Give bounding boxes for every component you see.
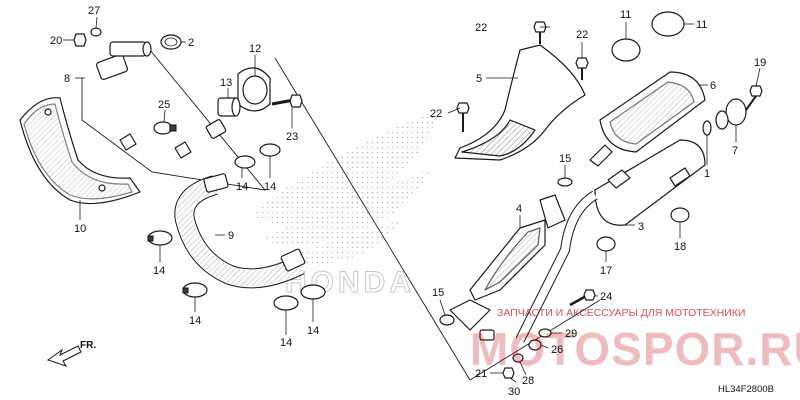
hose-clamps [147, 143, 326, 311]
muffler-body [594, 139, 706, 226]
callout-24: 24 [600, 291, 612, 303]
callout-30: 30 [508, 386, 520, 398]
end-cap [702, 85, 763, 136]
watermark-tagline: ЗАПЧАСТИ И АКСЕССУАРЫ ДЛЯ МОТОТЕХНИКИ [497, 307, 745, 319]
callout-7: 7 [732, 145, 738, 157]
heat-shield-left [19, 97, 141, 205]
callout-22a: 22 [475, 22, 487, 34]
callout-8: 8 [64, 73, 70, 85]
heat-shield-lower [449, 299, 491, 331]
callout-11b: 11 [696, 19, 707, 31]
exhaust-joint [217, 67, 271, 117]
exhaust-pipe-front [93, 41, 227, 159]
callout-10: 10 [74, 223, 86, 235]
front-label: FR. [80, 340, 96, 351]
callout-3: 3 [638, 221, 644, 233]
callout-23: 23 [286, 131, 298, 143]
callout-15b: 15 [432, 287, 444, 299]
bottom-hardware [479, 289, 596, 379]
callout-1: 1 [704, 168, 710, 180]
callout-14f: 14 [307, 325, 319, 337]
heat-shield-upper [454, 44, 586, 161]
callout-9: 9 [228, 230, 234, 242]
top-left-fasteners [73, 27, 182, 50]
callout-12: 12 [249, 43, 261, 55]
watermark-brand: MOTOSPOR.RU [470, 323, 800, 375]
honda-wing-watermark: HONDA [250, 110, 440, 300]
leader-lines [63, 16, 761, 383]
callout-22c: 22 [430, 108, 442, 120]
pipe-clamp-small [153, 121, 177, 135]
callout-26: 26 [551, 344, 563, 356]
callout-6: 6 [710, 80, 716, 92]
callout-20: 20 [50, 35, 62, 47]
front-direction-arrow: FR. [46, 340, 96, 367]
callout-14b: 14 [264, 181, 276, 193]
callout-13: 13 [220, 77, 232, 89]
drawing-code: HL34F2800B [718, 384, 774, 395]
callout-14c: 14 [153, 265, 165, 277]
callout-21: 21 [475, 368, 487, 380]
callout-27: 27 [88, 5, 100, 17]
callout-18: 18 [674, 241, 686, 253]
callout-14e: 14 [280, 337, 292, 349]
catalyst-pipe [469, 190, 598, 343]
callout-numbers: 27 20 2 8 12 13 25 23 10 14 14 9 14 14 1… [50, 5, 766, 398]
muffler-end [589, 71, 706, 167]
callout-14a: 14 [236, 181, 248, 193]
callout-19: 19 [754, 57, 766, 69]
callout-17: 17 [600, 265, 612, 277]
bolt-23 [271, 94, 303, 108]
callout-5: 5 [476, 73, 482, 85]
gaskets [439, 177, 573, 326]
exhaust-pipe-middle [174, 173, 306, 289]
callout-29: 29 [565, 328, 577, 340]
callout-4: 4 [516, 203, 522, 215]
callout-28: 28 [522, 375, 534, 387]
callout-25: 25 [158, 99, 170, 111]
callout-11a: 11 [620, 9, 631, 21]
site-watermark: ЗАПЧАСТИ И АКСЕССУАРЫ ДЛЯ МОТОТЕХНИКИ MO… [470, 307, 800, 375]
callout-14d: 14 [189, 315, 201, 327]
callout-2: 2 [188, 37, 194, 49]
callout-15a: 15 [559, 153, 571, 165]
callout-22b: 22 [576, 29, 588, 41]
rubber-mounts [596, 207, 690, 252]
